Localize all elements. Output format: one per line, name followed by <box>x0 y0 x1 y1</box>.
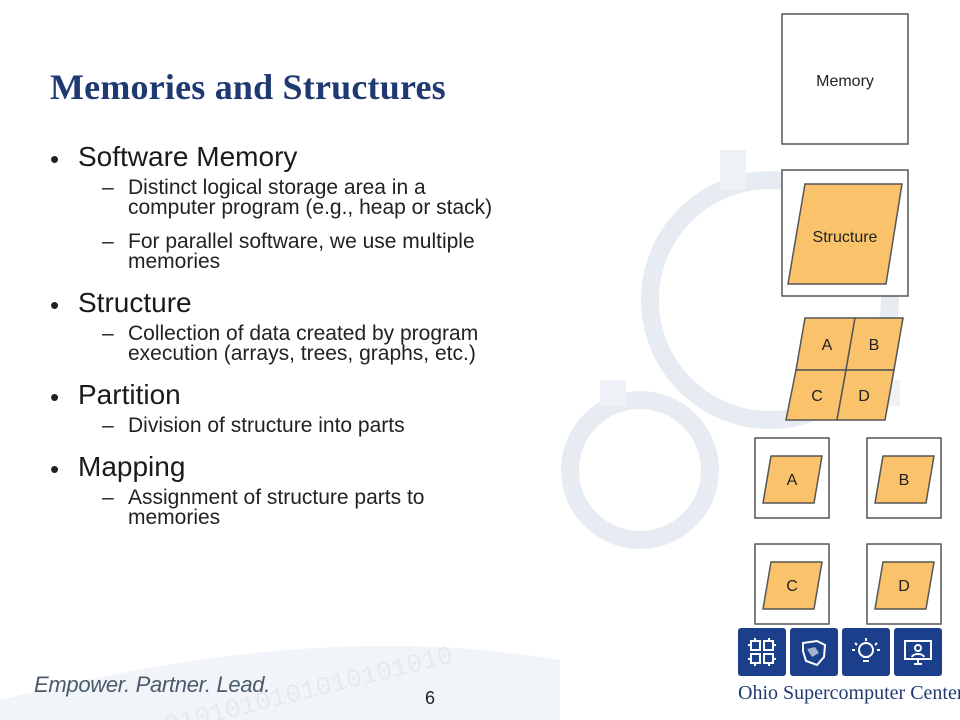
slide-title: Memories and Structures <box>50 67 446 107</box>
sub-bullet-line: Distinct logical storage area in a <box>128 176 426 199</box>
partition-label-d: D <box>858 388 870 405</box>
mapped-part-a <box>762 455 823 504</box>
bullet-list: • Software Memory – Distinct logical sto… <box>50 140 690 542</box>
memory-box <box>781 13 909 145</box>
sub-bullet: – Distinct logical storage area in a com… <box>78 176 690 219</box>
bullet-mapping: • Mapping – Assignment of structure part… <box>50 450 690 528</box>
partition-label-b: B <box>869 337 880 354</box>
sub-bullet: – Division of structure into parts <box>78 414 690 437</box>
mapped-label-b: B <box>899 472 910 489</box>
page-number: 6 <box>424 688 435 708</box>
sub-bullet-line: Division of structure into parts <box>128 414 405 437</box>
chip-icon <box>738 628 786 676</box>
mapped-part-d <box>874 561 935 610</box>
partition-label-a: A <box>822 337 833 354</box>
bullet-structure: • Structure – Collection of data created… <box>50 286 690 364</box>
ohio-map-icon <box>790 628 838 676</box>
mapped-part-b <box>874 455 935 504</box>
bullet-label: Mapping <box>78 451 186 482</box>
bullet-dot-icon: • <box>50 454 60 484</box>
memory-label: Memory <box>816 73 874 90</box>
mapped-label-c: C <box>786 578 798 595</box>
osc-logo: Ohio Supercomputer Center <box>738 628 960 714</box>
bullet-dot-icon: • <box>50 144 60 174</box>
mapped-label-a: A <box>787 472 798 489</box>
monitor-user-icon <box>894 628 942 676</box>
sub-bullet-line: Collection of data created by program <box>128 322 479 345</box>
mapped-part-c <box>762 561 823 610</box>
dash-icon: – <box>102 230 114 253</box>
lightbulb-icon <box>842 628 890 676</box>
sub-bullet: – Collection of data created by program … <box>78 322 690 365</box>
partition-label-c: C <box>811 388 823 405</box>
dash-icon: – <box>102 414 114 437</box>
structure-label: Structure <box>813 229 878 246</box>
bullet-dot-icon: • <box>50 290 60 320</box>
sub-bullet: – Assignment of structure parts to memor… <box>78 486 690 529</box>
sub-bullet-line: memories <box>128 250 221 273</box>
dash-icon: – <box>102 486 114 509</box>
tagline: Empower. Partner. Lead. <box>34 672 271 697</box>
sub-bullet: – For parallel software, we use multiple… <box>78 230 690 273</box>
logo-icon-row <box>738 628 948 676</box>
bullet-label: Structure <box>78 287 192 318</box>
bullet-label: Partition <box>78 379 181 410</box>
bullet-partition: • Partition – Division of structure into… <box>50 378 690 436</box>
sub-bullet-line: Assignment of structure parts to <box>128 486 425 509</box>
logo-text: Ohio Supercomputer Center <box>738 682 960 704</box>
sub-bullet-line: execution (arrays, trees, graphs, etc.) <box>128 342 476 365</box>
sub-bullet-line: memories <box>128 506 221 529</box>
memory-structure-diagram: Memory Structure A B C D A B C <box>754 13 942 625</box>
dash-icon: – <box>102 176 114 199</box>
bullet-dot-icon: • <box>50 382 60 412</box>
sub-bullet-line: For parallel software, we use multiple <box>128 230 475 253</box>
mapped-label-d: D <box>898 578 910 595</box>
structure-parallelogram <box>787 183 903 285</box>
bullet-software-memory: • Software Memory – Distinct logical sto… <box>50 140 690 272</box>
bullet-label: Software Memory <box>78 141 298 172</box>
partition-d <box>836 369 895 421</box>
dash-icon: – <box>102 322 114 345</box>
sub-bullet-line: computer program (e.g., heap or stack) <box>128 196 493 219</box>
